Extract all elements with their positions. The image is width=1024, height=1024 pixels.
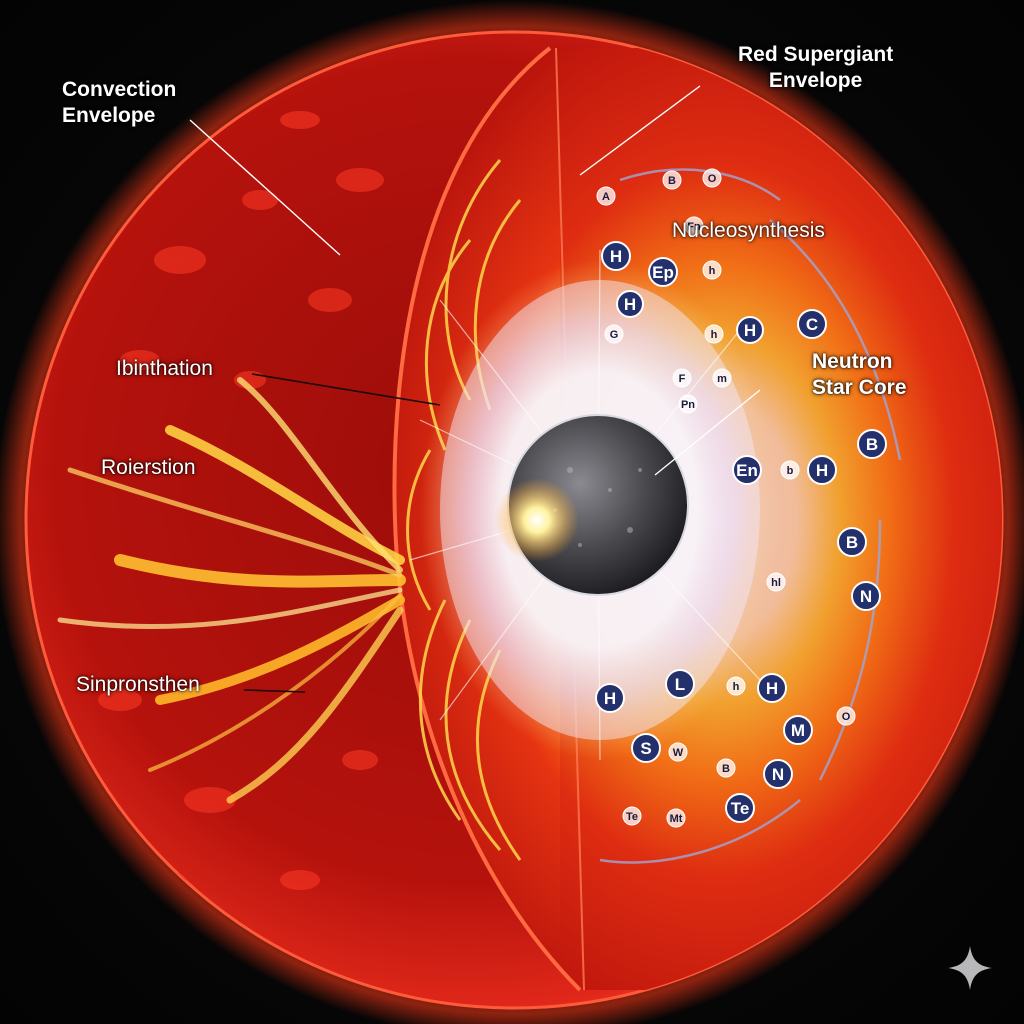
element-marker: En: [732, 455, 762, 485]
element-marker: N: [851, 581, 881, 611]
element-symbol: B: [866, 435, 878, 454]
element-symbol: Te: [731, 799, 750, 818]
element-symbol: Ep: [652, 263, 674, 282]
element-marker: B: [662, 170, 682, 190]
element-marker: Te: [725, 793, 755, 823]
element-marker: H: [757, 673, 787, 703]
element-symbol: S: [640, 739, 651, 758]
element-marker: hl: [766, 572, 786, 592]
element-symbol: O: [842, 711, 851, 723]
element-marker: L: [665, 669, 695, 699]
element-marker: H: [807, 455, 837, 485]
element-marker: N: [763, 759, 793, 789]
element-marker: h: [702, 260, 722, 280]
element-symbol: hl: [771, 577, 781, 589]
element-symbol: H: [610, 247, 622, 266]
neutron-star-core-label: Neutron Star Core: [812, 350, 907, 399]
element-symbol: F: [679, 373, 686, 385]
element-symbol: L: [675, 675, 685, 694]
element-symbol: W: [673, 747, 684, 759]
element-marker: F: [672, 368, 692, 388]
sinpronsthen-label: Sinpronsthen: [76, 673, 200, 696]
roierstion-label: Roierstion: [101, 456, 196, 479]
element-symbol: m: [717, 373, 727, 385]
element-symbol: h: [709, 265, 716, 277]
element-marker: B: [837, 527, 867, 557]
element-marker: W: [668, 742, 688, 762]
element-symbol: H: [604, 689, 616, 708]
element-marker: Te: [622, 806, 642, 826]
element-symbol: N: [860, 587, 872, 606]
element-marker: H: [601, 241, 631, 271]
element-marker: C: [797, 309, 827, 339]
element-marker: O: [836, 706, 856, 726]
element-marker: H: [595, 683, 625, 713]
element-symbol: Te: [626, 811, 638, 823]
element-symbol: Pn: [681, 399, 695, 411]
element-marker: O: [702, 168, 722, 188]
element-symbol: B: [846, 533, 858, 552]
element-symbol: h: [733, 681, 740, 693]
element-marker: B: [857, 429, 887, 459]
element-marker: M: [783, 715, 813, 745]
element-symbol: H: [816, 461, 828, 480]
element-symbol: A: [602, 191, 610, 203]
element-symbol: H: [624, 295, 636, 314]
element-symbol: En: [736, 461, 758, 480]
element-marker: B: [716, 758, 736, 778]
element-symbol: N: [772, 765, 784, 784]
element-marker: H: [616, 290, 644, 318]
nucleosynthesis-label: Nucleosynthesis: [672, 219, 825, 242]
sparkle-icon: [948, 946, 992, 990]
red-supergiant-envelope-label: Red Supergiant Envelope: [738, 43, 894, 92]
element-symbol: b: [787, 465, 794, 477]
element-marker: m: [712, 368, 732, 388]
element-marker: A: [596, 186, 616, 206]
ibinthation-label: Ibinthation: [116, 357, 213, 380]
element-marker: Pn: [678, 394, 698, 414]
element-symbol: Fn: [687, 221, 701, 233]
element-symbol: h: [711, 329, 718, 341]
convection-envelope-label: Convection Envelope: [62, 78, 177, 127]
element-symbol: B: [722, 763, 730, 775]
element-marker: Ep: [648, 257, 678, 287]
element-symbol: H: [744, 321, 756, 340]
element-symbol: O: [708, 173, 717, 185]
element-marker: G: [604, 324, 624, 344]
element-marker: b: [780, 460, 800, 480]
element-marker: h: [704, 324, 724, 344]
element-marker: Fn: [684, 216, 704, 236]
element-marker: Mt: [666, 808, 686, 828]
element-symbol: Mt: [670, 813, 683, 825]
element-symbol: H: [766, 679, 778, 698]
element-symbol: G: [610, 329, 619, 341]
element-marker: h: [726, 676, 746, 696]
element-marker: H: [736, 316, 764, 344]
element-symbol: C: [806, 315, 818, 334]
element-marker: S: [631, 733, 661, 763]
element-symbol: B: [668, 175, 676, 187]
element-symbol: M: [791, 721, 805, 740]
